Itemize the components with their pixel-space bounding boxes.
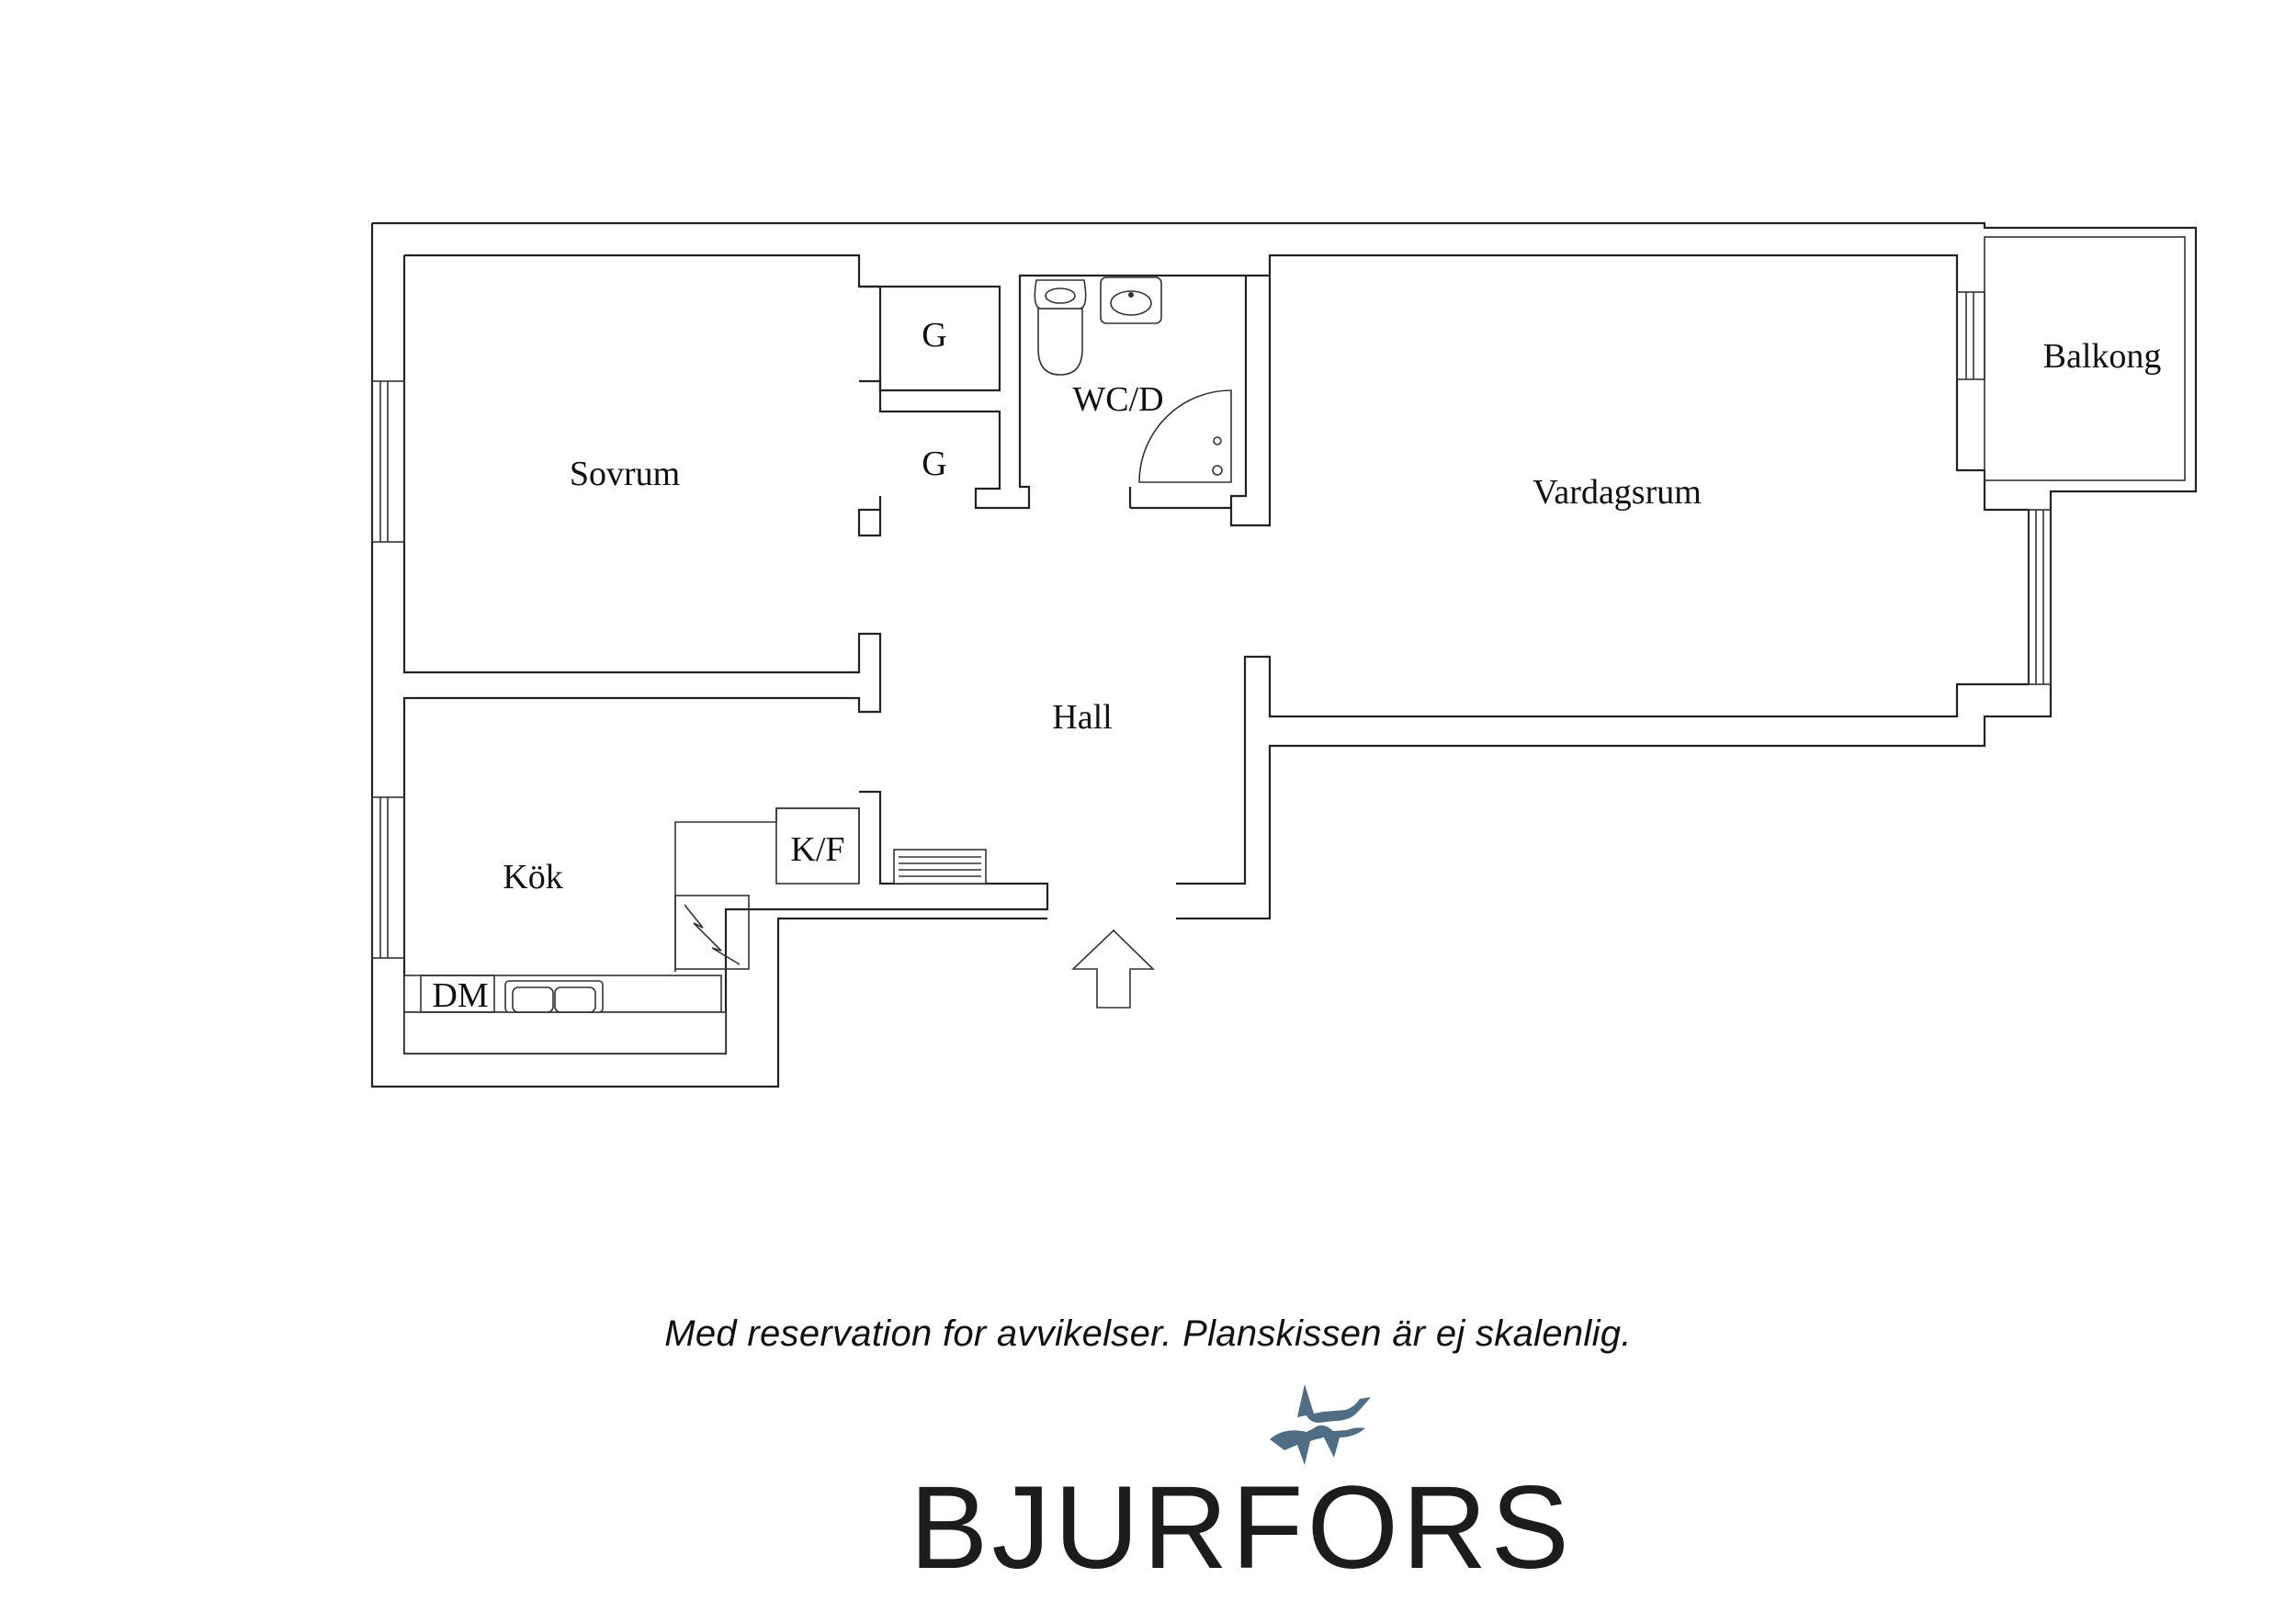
room-label-vardagsrum: Vardagsrum xyxy=(1533,473,1702,512)
washbasin-icon xyxy=(1100,276,1162,324)
room-label-hall: Hall xyxy=(1052,698,1112,737)
sink-right xyxy=(554,986,596,1013)
sink-left xyxy=(512,986,554,1013)
shower-icon xyxy=(1138,389,1232,483)
room-label-balkong: Balkong xyxy=(2043,337,2162,376)
wc-fixtures xyxy=(1034,276,1232,483)
flying-birds-icon xyxy=(1270,1384,1371,1465)
shelf-lines xyxy=(899,856,981,877)
brand-name: BJURFORS xyxy=(910,1462,1573,1594)
exterior-walls xyxy=(370,221,2198,1088)
chimney-symbol xyxy=(684,904,741,965)
kitchen-fixtures xyxy=(403,807,860,1054)
room-label-kok: Kök xyxy=(503,858,562,896)
balcony-inner xyxy=(1984,236,2186,481)
room-label-garderob-2: G xyxy=(922,445,946,483)
windows xyxy=(371,291,2052,959)
room-label-wc: WC/D xyxy=(1072,380,1163,419)
room-label-garderob-1: G xyxy=(922,316,946,355)
entrance-arrow-icon xyxy=(1071,929,1155,1009)
disclaimer-text: Med reservation for avvikelser. Planskis… xyxy=(664,1313,1632,1354)
toilet-bowl-icon xyxy=(1037,308,1083,376)
interior-walls xyxy=(857,274,1270,537)
room-label-dm: DM xyxy=(432,976,488,1015)
hall-shelf xyxy=(893,849,987,885)
room-label-sovrum: Sovrum xyxy=(570,455,680,493)
room-label-kf: K/F xyxy=(790,830,844,869)
